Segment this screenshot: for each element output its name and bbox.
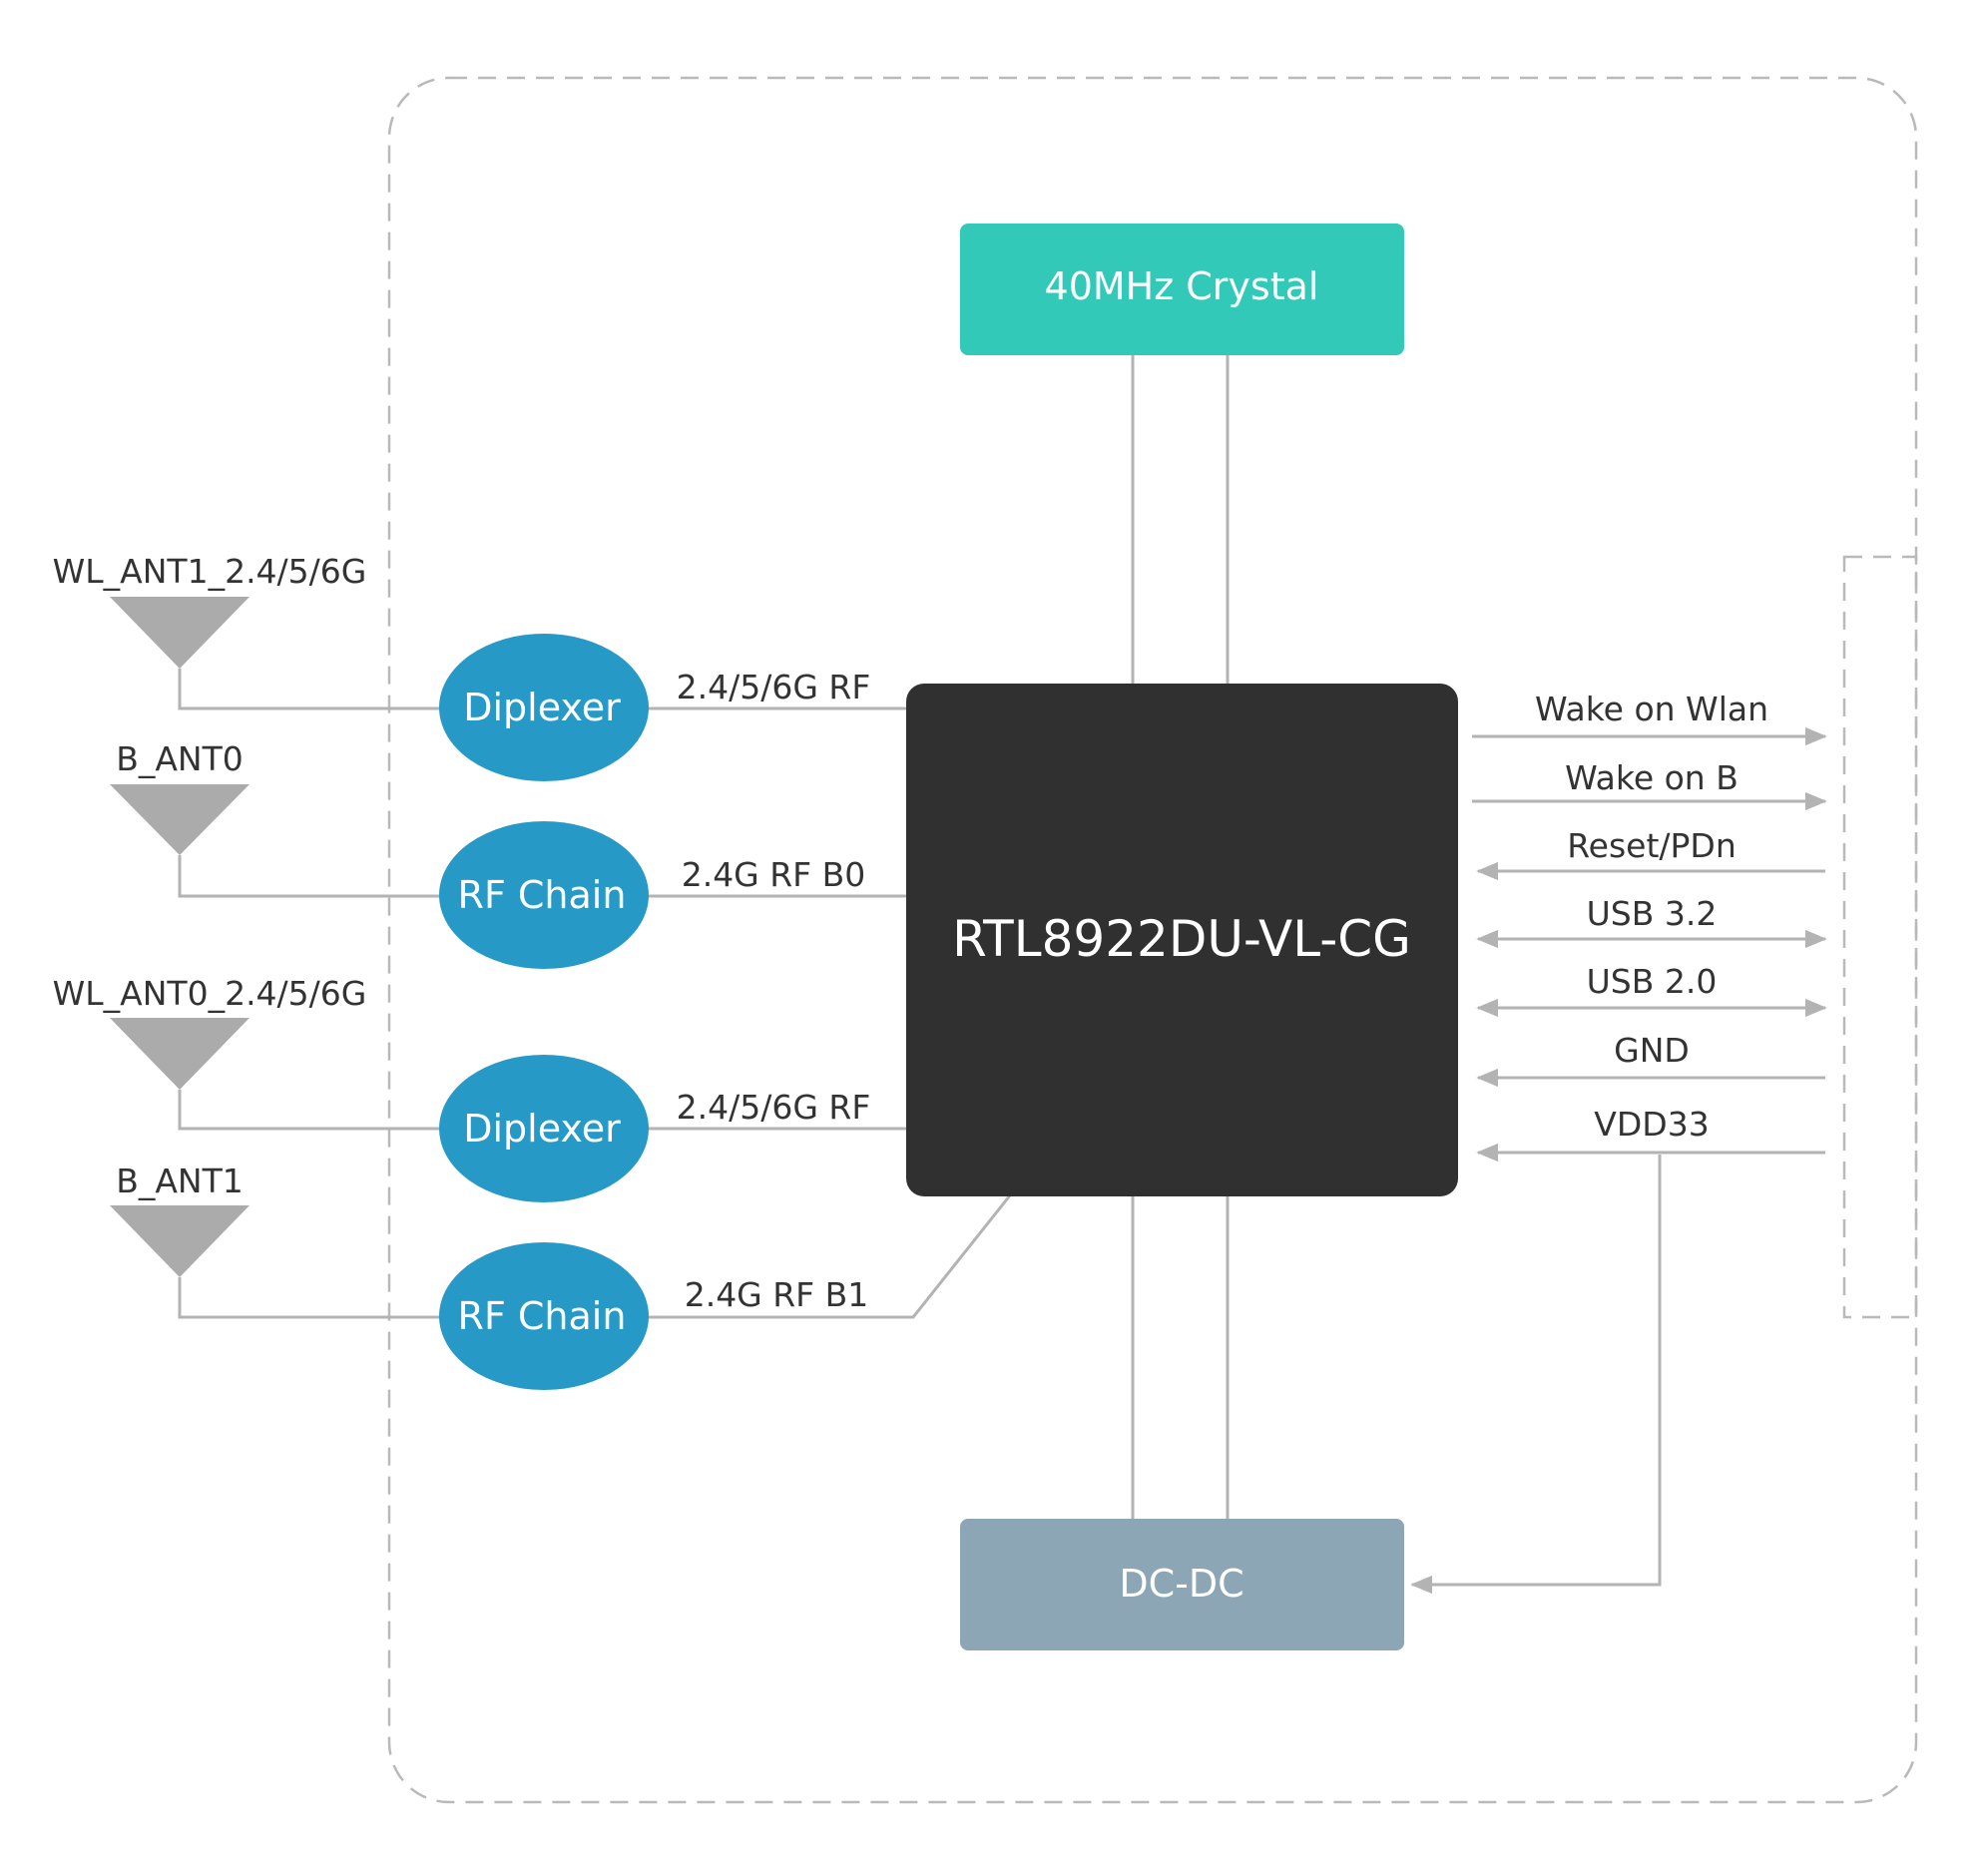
- interface-connector-boundary: [1842, 555, 1918, 1319]
- antenna-label: B_ANT0: [116, 739, 244, 778]
- antenna-icon: [110, 784, 249, 855]
- signal-label: VDD33: [1594, 1105, 1709, 1144]
- rf-node-label: Diplexer: [463, 1107, 621, 1151]
- rf-node-label: Diplexer: [463, 686, 621, 729]
- antenna-label: B_ANT1: [116, 1162, 244, 1200]
- chip-label: RTL8922DU-VL-CG: [952, 910, 1411, 968]
- rf-node-label: RF Chain: [458, 873, 627, 917]
- antenna-feed-b-ant1: [178, 1277, 441, 1319]
- crystal-label: 40MHz Crystal: [1045, 264, 1319, 308]
- rf-node-label: RF Chain: [458, 1294, 627, 1338]
- antenna-icon: [110, 1205, 249, 1277]
- rf-link-label: 2.4/5/6G RF: [677, 1088, 871, 1127]
- vdd33-to-dcdc-line: [1410, 1155, 1662, 1595]
- dcdc-block: [960, 1519, 1404, 1650]
- module-boundary: [387, 76, 1918, 1804]
- antenna-icon: [110, 1018, 249, 1090]
- signal-label: Wake on Wlan: [1535, 690, 1768, 728]
- signal-label: USB 3.2: [1587, 894, 1718, 933]
- rf-chain-node: [439, 821, 649, 969]
- antenna-feed-wl-ant1: [178, 669, 441, 710]
- crystal-block: [960, 224, 1404, 355]
- signal-label: GND: [1614, 1031, 1690, 1070]
- diplexer-node: [439, 1055, 649, 1202]
- signal-label: Wake on B: [1565, 758, 1739, 797]
- rf-link-wire-4: [647, 1194, 1012, 1319]
- signal-label: USB 2.0: [1587, 962, 1718, 1001]
- rf-link-label: 2.4/5/6G RF: [677, 668, 871, 706]
- chip-block: [906, 684, 1458, 1196]
- antenna-feed-b-ant0: [178, 855, 441, 898]
- dcdc-label: DC-DC: [1119, 1562, 1243, 1606]
- signal-label: Reset/PDn: [1567, 826, 1737, 865]
- antenna-feed-wl-ant0: [178, 1090, 441, 1131]
- rf-chain-node: [439, 1242, 649, 1390]
- antenna-label: WL_ANT0_2.4/5/6G: [53, 974, 367, 1013]
- rf-link-label: 2.4G RF B1: [685, 1275, 869, 1314]
- antenna-icon: [110, 597, 249, 669]
- rf-link-label: 2.4G RF B0: [682, 855, 866, 894]
- diplexer-node: [439, 634, 649, 781]
- antenna-label: WL_ANT1_2.4/5/6G: [53, 552, 367, 591]
